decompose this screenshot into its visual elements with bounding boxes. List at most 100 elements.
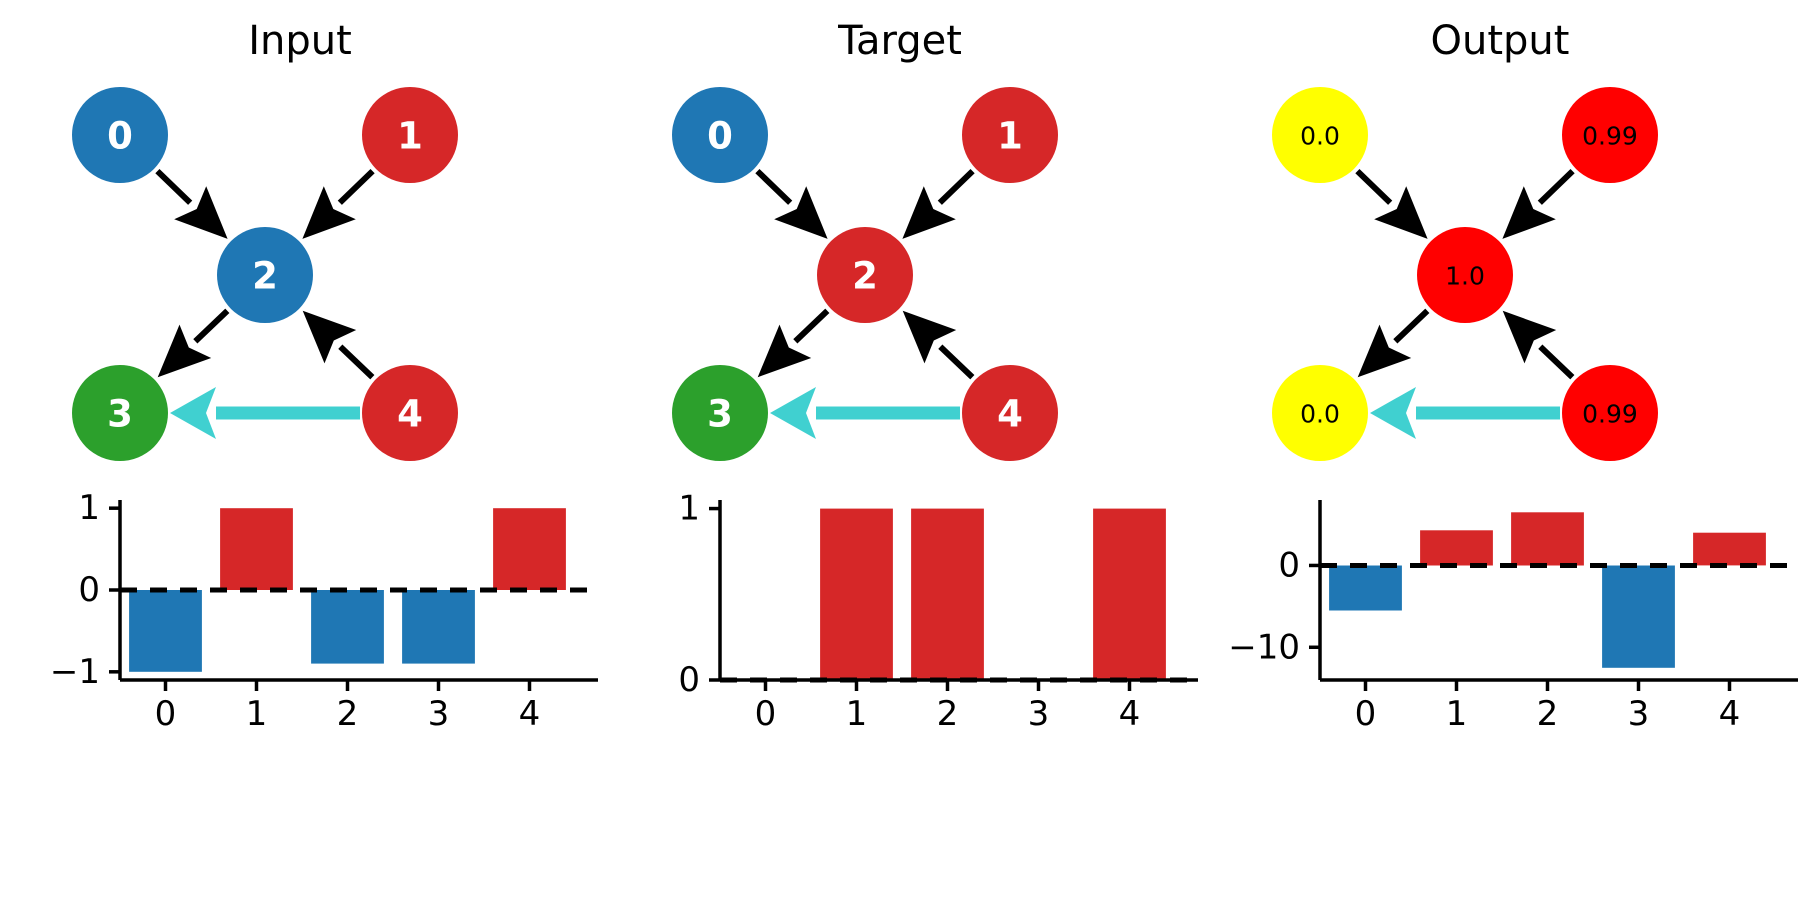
x-axis-tick-label: 1 (1446, 694, 1468, 734)
x-axis-tick-label: 0 (755, 694, 777, 734)
edge-arrowhead-icon (1502, 310, 1557, 364)
edge-arrowhead-icon (302, 310, 357, 364)
x-axis-tick-label: 4 (519, 694, 541, 734)
x-axis-tick-label: 1 (246, 694, 268, 734)
graph-node[interactable] (362, 87, 458, 183)
edge-arrowhead-icon (770, 387, 816, 439)
graph-node[interactable] (672, 365, 768, 461)
x-axis-tick-label: 3 (428, 694, 450, 734)
edge-line (793, 308, 830, 344)
x-axis-tick-label: 0 (155, 694, 177, 734)
graph-node[interactable] (1562, 365, 1658, 461)
graph-node[interactable] (362, 365, 458, 461)
x-axis-tick-label: 2 (1537, 694, 1559, 734)
graph-input: 0 1 2 3 4 (0, 80, 600, 480)
y-axis-tick-label: 0 (78, 570, 100, 610)
edge-line (937, 168, 975, 205)
graph-node-label: 2 (252, 255, 278, 298)
graph-node-label: 1.0 (1445, 262, 1485, 291)
graph-node[interactable] (962, 87, 1058, 183)
x-axis-tick-label: 1 (846, 694, 868, 734)
edge-line (1355, 168, 1393, 205)
edge-line (1537, 168, 1575, 205)
graph-node[interactable] (1272, 87, 1368, 183)
graph-svg: 0 1 2 3 4 (72, 87, 458, 461)
bar (911, 508, 984, 680)
graph-node-label: 1 (397, 115, 423, 158)
edge-arrowhead-icon (1357, 324, 1412, 378)
graph-node-label: 4 (397, 393, 423, 436)
edge-arrowhead-icon (757, 324, 812, 378)
edge-line (337, 168, 375, 205)
x-axis-tick-label: 3 (1628, 694, 1650, 734)
graph-node-label: 0 (107, 115, 133, 158)
y-axis-tick-label: 1 (678, 489, 700, 529)
edge-arrowhead-icon (1370, 387, 1416, 439)
x-axis-tick-label: 4 (1119, 694, 1141, 734)
barchart-svg: 1 0 −1 0 1 2 3 4 (50, 488, 598, 734)
graph-node[interactable] (72, 365, 168, 461)
bar (220, 508, 293, 590)
barchart-input: 1 0 −1 0 1 2 3 4 (0, 480, 600, 900)
y-axis-tick-label: 0 (1278, 545, 1300, 585)
y-axis-tick-label: −1 (50, 652, 100, 692)
x-axis-tick-label: 0 (1355, 694, 1377, 734)
graph-edges-1 (755, 168, 975, 439)
edge-line (755, 168, 793, 205)
graph-node[interactable] (1417, 227, 1513, 323)
y-axis-tick-label: −10 (1228, 627, 1300, 667)
panel-title: Input (248, 18, 352, 64)
graph-node[interactable] (672, 87, 768, 183)
edge-line (193, 308, 230, 344)
graph-node[interactable] (1272, 365, 1368, 461)
bar (1602, 565, 1675, 668)
graph-node[interactable] (962, 365, 1058, 461)
bar (1693, 532, 1766, 566)
bar (402, 590, 475, 664)
graph-node-label: 0.99 (1582, 400, 1638, 429)
x-axis-tick-label: 4 (1719, 694, 1741, 734)
graph-node[interactable] (1562, 87, 1658, 183)
bars-2: 0 −10 0 1 2 3 4 (1228, 500, 1798, 734)
edge-line (1393, 308, 1430, 344)
y-axis-tick-label: 0 (678, 660, 700, 700)
bar (1511, 512, 1584, 566)
bar (311, 590, 384, 664)
barchart-output: 0 −10 0 1 2 3 4 (1200, 480, 1800, 900)
bar (1420, 530, 1493, 566)
graph-edges-2 (1355, 168, 1575, 439)
bar (1093, 508, 1166, 680)
edge-arrowhead-icon (302, 186, 356, 239)
graph-nodes-0: 0 1 2 3 4 (72, 87, 458, 461)
edge-line (938, 344, 975, 380)
bar (493, 508, 566, 590)
bars-0: 1 0 −1 0 1 2 3 4 (50, 488, 598, 734)
x-axis-tick-label: 3 (1028, 694, 1050, 734)
edge-arrowhead-icon (1374, 186, 1428, 239)
graph-node-label: 0.0 (1300, 400, 1340, 429)
graph-node-label: 2 (852, 255, 878, 298)
y-axis-tick-label: 1 (78, 488, 100, 528)
graph-node-label: 3 (707, 393, 733, 436)
x-axis-tick-label: 2 (337, 694, 359, 734)
graph-node[interactable] (217, 227, 313, 323)
graph-node-label: 0 (707, 115, 733, 158)
graph-node[interactable] (72, 87, 168, 183)
barchart-svg: 0 −10 0 1 2 3 4 (1228, 500, 1798, 734)
graph-node[interactable] (817, 227, 913, 323)
edge-arrowhead-icon (174, 186, 228, 239)
graph-node-label: 3 (107, 393, 133, 436)
graph-node-label: 4 (997, 393, 1023, 436)
